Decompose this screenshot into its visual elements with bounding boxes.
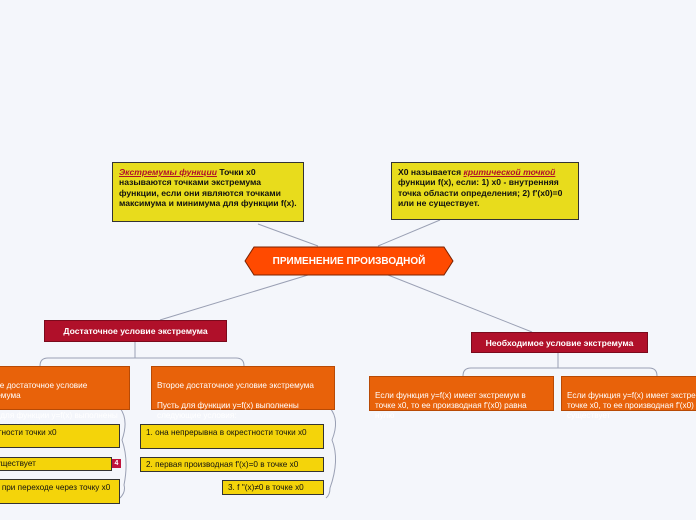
- second-condition-item-3[interactable]: 3. f ''(x)≠0 в точке x0: [222, 480, 324, 495]
- first-item-1-text: 1. она непрерывна в окрестности точки x0: [0, 428, 57, 437]
- central-topic-title: ПРИМЕНЕНИЕ ПРОИЗВОДНОЙ: [272, 255, 426, 267]
- collapsed-count-badge[interactable]: 4: [112, 459, 121, 468]
- second-item-3-text: 3. f ''(x)≠0 в точке x0: [228, 483, 304, 492]
- branch-sufficient-condition[interactable]: Достаточное условие экстремума: [44, 320, 227, 342]
- extremum-link[interactable]: Экстремумы функции: [119, 167, 217, 177]
- branch-sufficient-label: Достаточное условие экстремума: [63, 326, 208, 336]
- note-extremum-definition: Экстремумы функции Точки x0 называются т…: [112, 162, 304, 222]
- critical-point-link[interactable]: критической точкой: [463, 167, 556, 177]
- second-item-1-text: 1. она непрерывна в окрестности точки x0: [146, 428, 307, 437]
- second-condition-text: Второе достаточное условие экстремума Пу…: [157, 381, 314, 420]
- first-condition-item-1[interactable]: 1. она непрерывна в окрестности точки x0: [0, 424, 120, 448]
- second-item-2-text: 2. первая производная f'(x)=0 в точке x0: [146, 460, 299, 469]
- central-topic[interactable]: ПРИМЕНЕНИЕ ПРОИЗВОДНОЙ: [244, 246, 454, 276]
- necessary-item-1-text: Если функция y=f(x) имеет экстремум в то…: [375, 391, 527, 420]
- note-critical-point: X0 называется критической точкой функции…: [391, 162, 579, 220]
- branch-necessary-condition[interactable]: Необходимое условие экстремума: [471, 332, 648, 353]
- first-sufficient-condition[interactable]: Первое достаточное условие экстремума Пу…: [0, 366, 130, 430]
- note-critical-prefix: X0 называется: [398, 167, 464, 177]
- second-condition-item-1[interactable]: 1. она непрерывна в окрестности точки x0: [140, 424, 324, 449]
- necessary-condition-item-1[interactable]: Если функция y=f(x) имеет экстремум в то…: [369, 376, 554, 420]
- badge-count: 4: [114, 460, 119, 467]
- central-topic-shape: [244, 246, 454, 276]
- second-condition-item-2[interactable]: 2. первая производная f'(x)=0 в точке x0: [140, 457, 324, 472]
- necessary-item-2-text: Если функция y=f(x) имеет экстремум в то…: [567, 391, 696, 420]
- first-item-2-text: 2. f'(x0)=0 или f'(x0) не существует: [0, 459, 36, 468]
- note-extremum-text: Точки x0 называются точками экстремума ф…: [119, 167, 297, 209]
- branch-necessary-label: Необходимое условие экстремума: [485, 337, 634, 348]
- necessary-condition-item-2[interactable]: Если функция y=f(x) имеет экстремум в то…: [561, 376, 696, 420]
- second-sufficient-condition[interactable]: Второе достаточное условие экстремума Пу…: [151, 366, 335, 420]
- first-condition-item-2[interactable]: 2. f'(x0)=0 или f'(x0) не существует: [0, 457, 112, 471]
- note-critical-text: функции f(x), если: 1) x0 - внутренняя т…: [398, 177, 563, 209]
- first-item-3-text: 3. производная f'(x) при переходе через …: [0, 483, 111, 492]
- first-condition-item-3[interactable]: 3. производная f'(x) при переходе через …: [0, 479, 120, 504]
